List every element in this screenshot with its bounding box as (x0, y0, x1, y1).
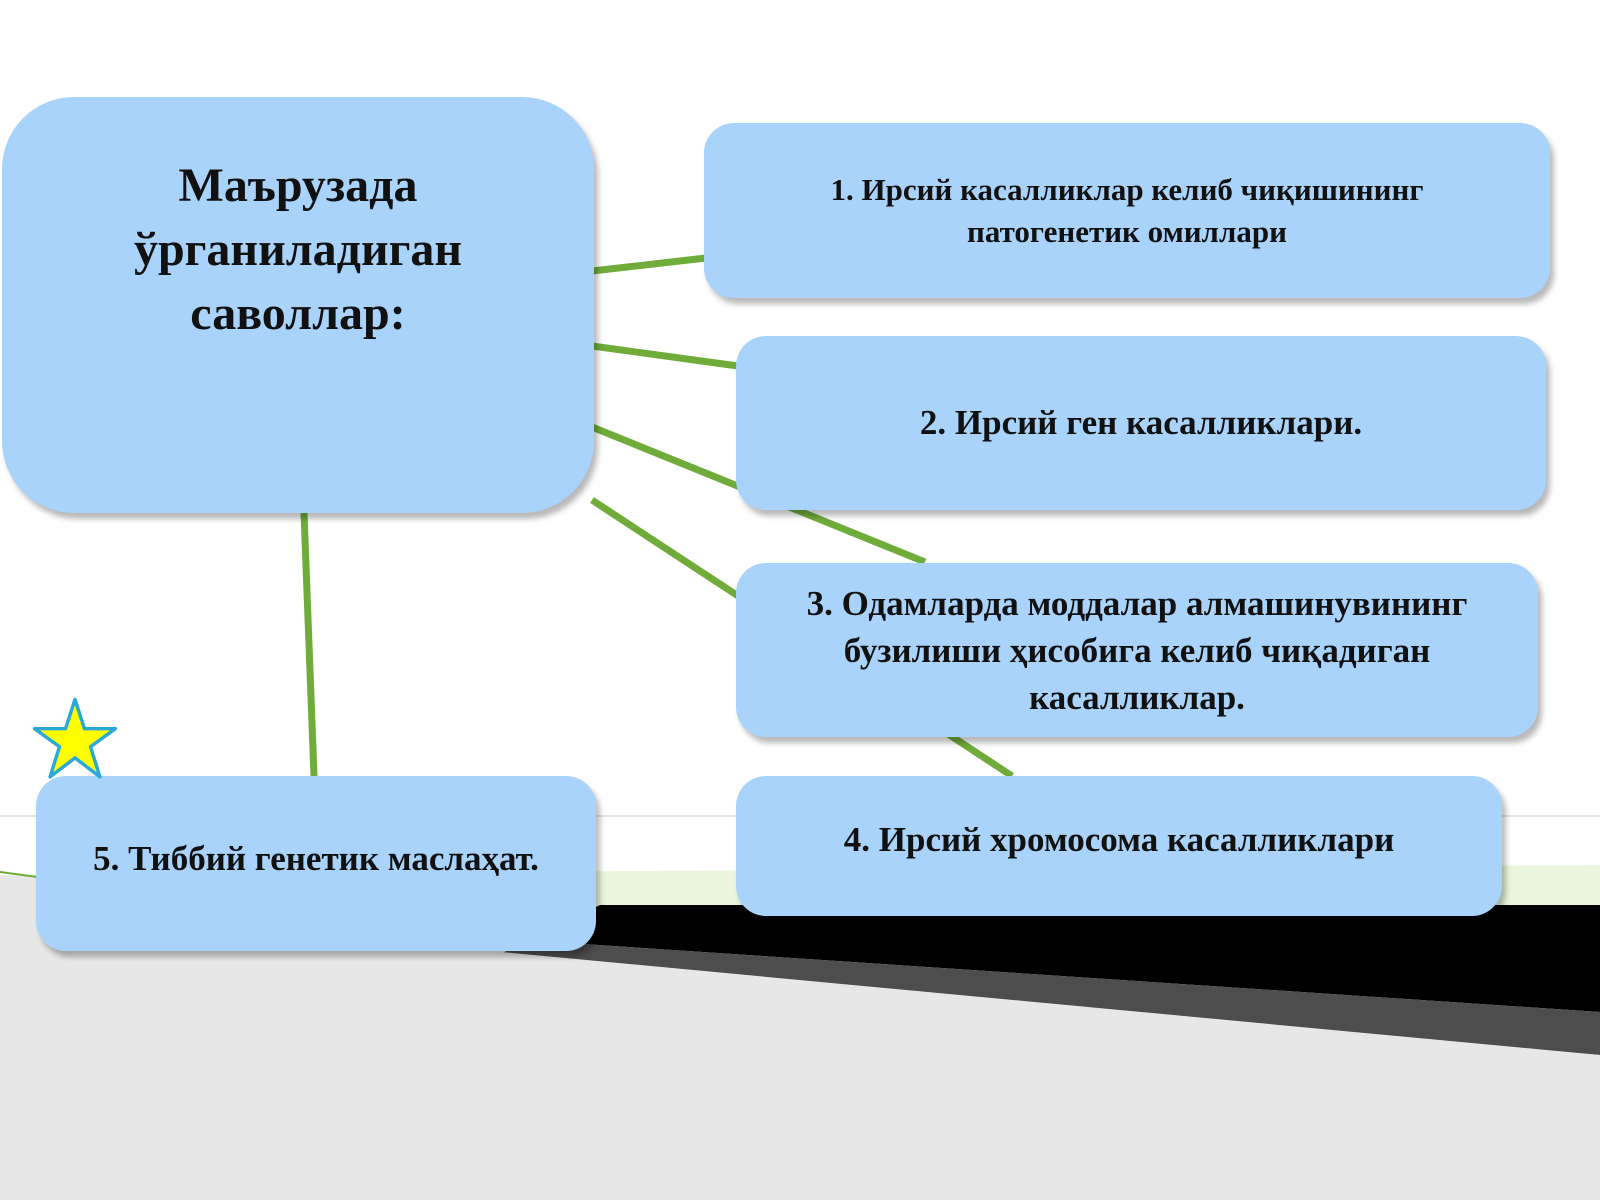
item-text-2: 2. Ирсий ген касалликлари. (919, 403, 1363, 442)
connector-5 (300, 512, 318, 777)
connector-1 (591, 254, 707, 275)
item-text-4: 4. Ирсий хромосома касалликлари (843, 820, 1395, 859)
item-box-2: 2. Ирсий ген касалликлари. (736, 336, 1546, 510)
item-text-1: 1. Ирсий касалликлар келиб чиқишининг па… (830, 171, 1424, 249)
star-icon (32, 697, 118, 779)
main-topic-text: Маърузада ўрганиладиган саволлар: (133, 159, 463, 340)
background-gray-left (0, 875, 600, 1200)
connector-2 (591, 342, 739, 370)
main-topic-box: Маърузада ўрганиладиган саволлар: (2, 97, 594, 513)
item-box-3: 3. Одамларда моддалар алмашинувининг буз… (736, 563, 1538, 737)
item-box-1: 1. Ирсий касалликлар келиб чиқишининг па… (704, 123, 1550, 298)
item-box-4: 4. Ирсий хромосома касалликлари (736, 776, 1502, 916)
item-text-5: 5. Тиббий генетик маслаҳат. (93, 838, 539, 878)
item-text-3: 3. Одамларда моддалар алмашинувининг буз… (806, 583, 1468, 717)
star-shape (32, 697, 118, 779)
item-box-5: 5. Тиббий генетик маслаҳат. (36, 776, 596, 951)
